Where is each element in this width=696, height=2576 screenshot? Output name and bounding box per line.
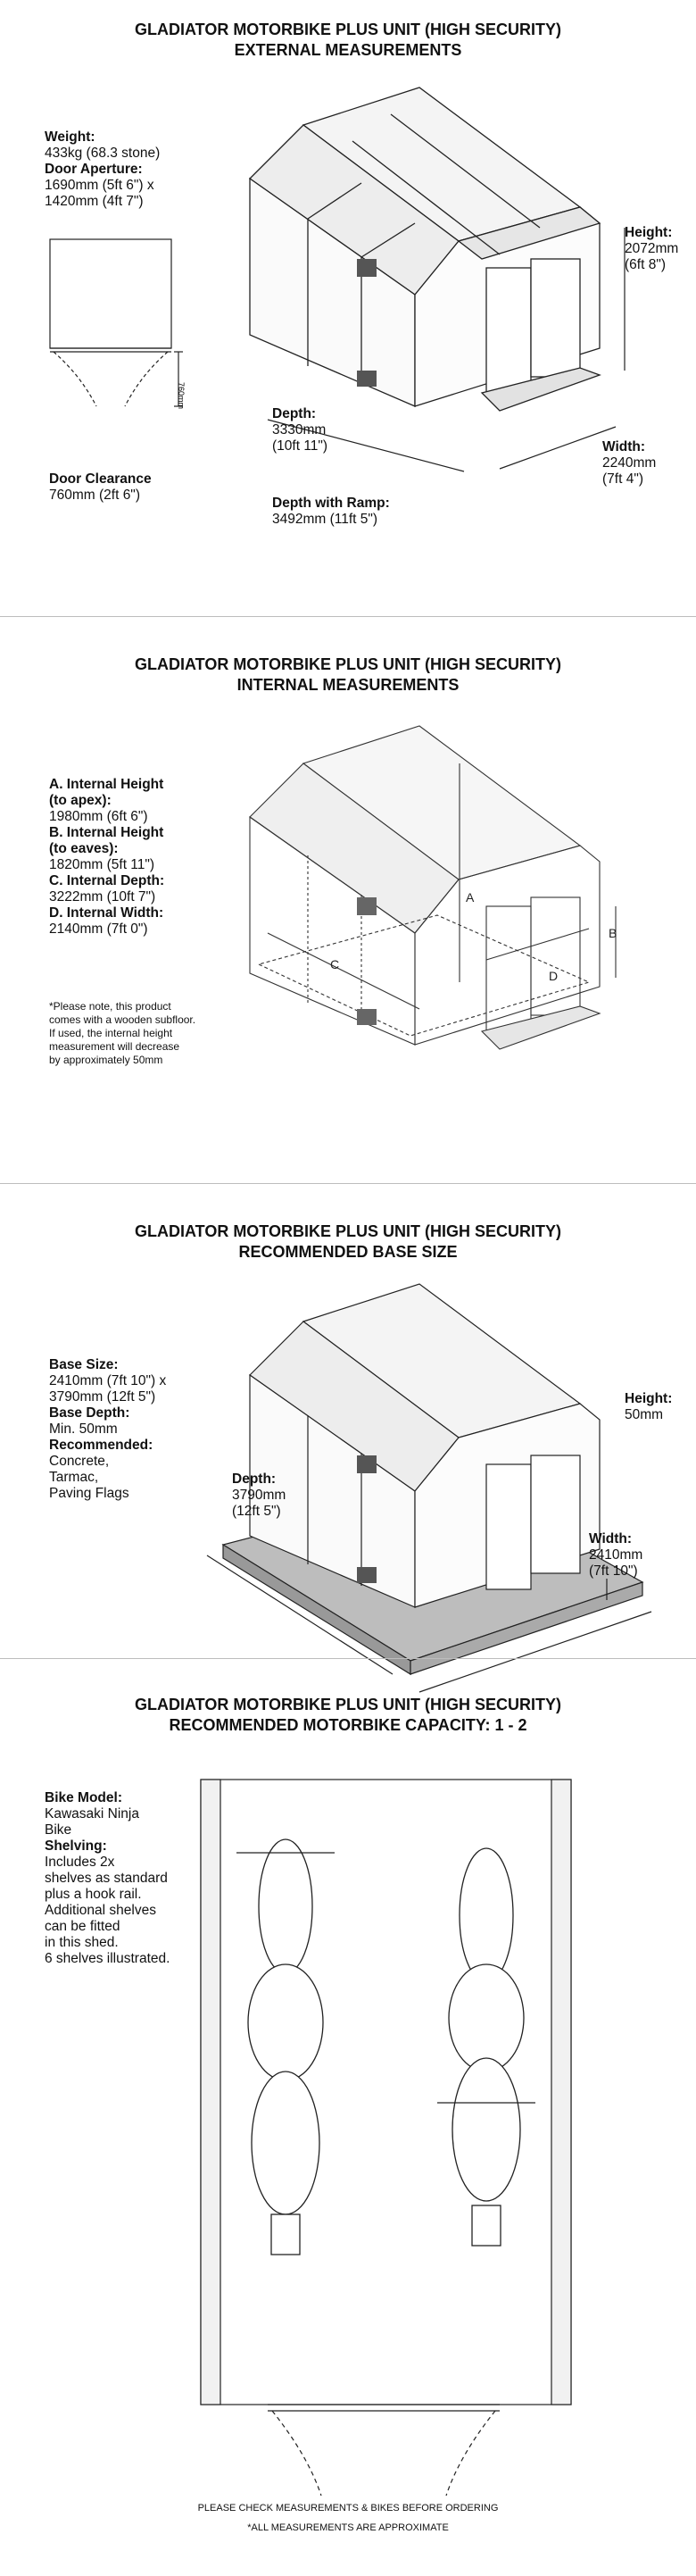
section1-subtitle: EXTERNAL MEASUREMENTS <box>234 41 462 59</box>
base-width-label: Width:2410mm(7ft 10") <box>589 1531 643 1579</box>
section1-title: GLADIATOR MOTORBIKE PLUS UNIT (HIGH SECU… <box>134 21 561 38</box>
divider <box>0 1183 696 1184</box>
section2-subtitle: INTERNAL MEASUREMENTS <box>236 676 460 694</box>
capacity-plan <box>200 1779 572 2497</box>
footer-approx: *ALL MEASUREMENTS ARE APPROXIMATE <box>247 2522 449 2533</box>
section4-title: GLADIATOR MOTORBIKE PLUS UNIT (HIGH SECU… <box>134 1696 561 1713</box>
ext-height-label: Height:2072mm(6ft 8") <box>625 225 679 272</box>
section3-subtitle: RECOMMENDED BASE SIZE <box>238 1243 458 1261</box>
footer-check: PLEASE CHECK MEASUREMENTS & BIKES BEFORE… <box>197 2503 499 2513</box>
tag-c: C <box>330 957 339 971</box>
base-height-label: Height:50mm <box>625 1391 673 1422</box>
weight-label: Weight:433kg (68.3 stone) Door Aperture:… <box>45 129 161 209</box>
external-shed-diagram: 760mm <box>49 87 626 472</box>
section2-title: GLADIATOR MOTORBIKE PLUS UNIT (HIGH SECU… <box>134 655 561 673</box>
clearance-dim: 760mm <box>177 382 186 409</box>
motorbike-2 <box>437 1847 535 2247</box>
door-clearance-plan <box>49 238 183 407</box>
ext-width-label: Width:2240mm(7ft 4") <box>602 439 657 487</box>
base-depth-label: Depth:3790mm(12ft 5") <box>232 1471 286 1519</box>
base-diagram <box>206 1283 652 1693</box>
divider <box>0 616 696 617</box>
tag-b: B <box>609 926 617 940</box>
internal-dims-list: A. Internal Height(to apex):1980mm (6ft … <box>49 777 165 937</box>
section4-subtitle: RECOMMENDED MOTORBIKE CAPACITY: 1 - 2 <box>169 1716 527 1734</box>
tag-d: D <box>549 969 558 983</box>
ext-depth-label: Depth:3330mm(10ft 11") <box>272 406 328 454</box>
section3-title: GLADIATOR MOTORBIKE PLUS UNIT (HIGH SECU… <box>134 1222 561 1240</box>
tag-a: A <box>466 890 475 905</box>
divider <box>0 1658 696 1659</box>
depth-with-ramp-label: Depth with Ramp:3492mm (11ft 5") <box>272 496 390 527</box>
motorbike-1 <box>236 1838 335 2255</box>
internal-shed-diagram: A B C D <box>249 725 617 1050</box>
